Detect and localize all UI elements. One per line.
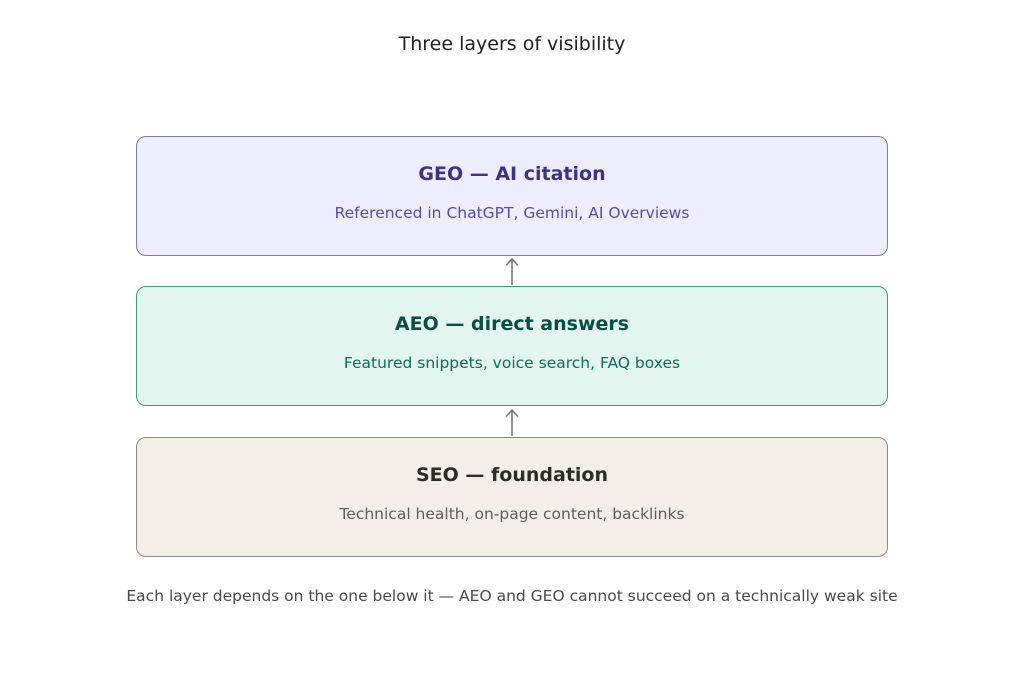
- geo-layer-title: GEO — AI citation: [418, 163, 606, 185]
- seo-layer-title: SEO — foundation: [415, 464, 608, 486]
- aeo-layer-title: AEO — direct answers: [394, 313, 630, 335]
- geo-layer-box: GEO — AI citation Referenced in ChatGPT,…: [136, 136, 888, 256]
- seo-layer-subtitle: Technical health, on-page content, backl…: [339, 505, 685, 523]
- seo-to-aeo-arrow-icon: [505, 409, 519, 436]
- aeo-layer-box: AEO — direct answers Featured snippets, …: [136, 286, 888, 406]
- diagram-title: Three layers of visibility: [398, 33, 626, 55]
- seo-layer-box: SEO — foundation Technical health, on-pa…: [136, 437, 888, 557]
- aeo-to-geo-arrow-icon: [505, 258, 519, 285]
- diagram-caption: Each layer depends on the one below it —…: [126, 587, 898, 605]
- geo-layer-subtitle: Referenced in ChatGPT, Gemini, AI Overvi…: [334, 204, 690, 222]
- aeo-layer-subtitle: Featured snippets, voice search, FAQ box…: [343, 354, 681, 372]
